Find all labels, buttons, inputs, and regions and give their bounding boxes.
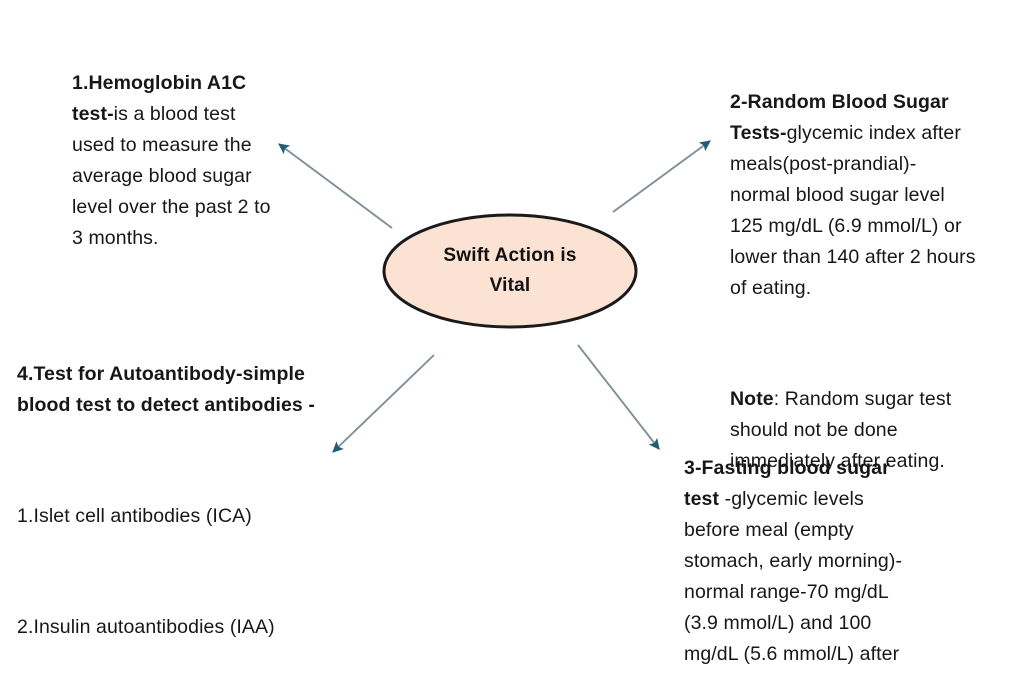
arrow-to-fasting-blood-sugar [577,344,660,450]
arrow-to-hba1c [278,143,393,229]
arrow-to-random-blood-sugar [612,140,711,213]
branch-text-random-blood-sugar: 2-Random Blood Sugar Tests-glycemic inde… [730,25,982,539]
branch-heading-random-blood-sugar: 2-Random Blood Sugar Tests- [730,91,955,144]
list-item: 2.Insulin autoantibodies (IAA) [17,616,275,638]
center-ellipse-shape [382,213,638,329]
center-node: Swift Action is Vital [381,212,639,330]
branch-heading-autoantibody: 4.Test for Autoantibody-simple blood tes… [17,363,315,416]
branch-heading-hba1c: 1.Hemoglobin A1C test- [72,72,252,125]
branch-paragraph-fasting: 3-Fasting blood sugar test -glycemic lev… [684,453,916,675]
note-label: Note [730,388,774,410]
branch-paragraph-random: 2-Random Blood Sugar Tests-glycemic inde… [730,87,982,304]
branch-note-random: Note: Random sugar test should not be do… [730,384,982,477]
center-node-label-line2: Vital [489,275,531,296]
arrow-to-autoantibody [332,354,435,453]
list-item: 1.Islet cell antibodies (ICA) [17,505,252,527]
branch-text-autoantibody: 4.Test for Autoantibody-simple blood tes… [17,297,329,675]
branch-heading-fasting-blood-sugar: 3-Fasting blood sugar test [684,457,896,510]
note-body: : Random sugar test should not be done i… [730,388,957,472]
center-node-label-line1: Swift Action is [443,245,577,266]
branch-paragraph-hba1c: 1.Hemoglobin A1C test-is a blood test us… [72,68,282,254]
branch-body-fasting-blood-sugar: -glycemic levels before meal (empty stom… [684,488,903,675]
center-node-label: Swift Action is Vital [381,212,639,330]
branch-text-fasting-blood-sugar: 3-Fasting blood sugar test -glycemic lev… [684,391,916,675]
branch-text-hba1c: 1.Hemoglobin A1C test-is a blood test us… [72,6,282,316]
branch-body-hba1c: is a blood test used to measure the aver… [72,103,277,249]
branch-heading-autoantibody-wrap: 4.Test for Autoantibody-simple blood tes… [17,359,329,421]
branch-body-random-blood-sugar: glycemic index after meals(post-prandial… [730,122,982,299]
